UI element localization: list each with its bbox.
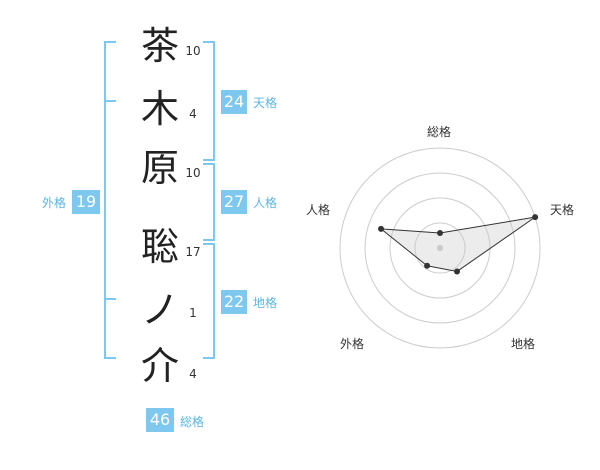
name-char-2: 木: [140, 87, 179, 131]
name-char-1: 茶: [140, 24, 179, 68]
gaikaku-value-badge: 19: [72, 190, 100, 214]
stroke-count-6: 4: [189, 367, 197, 381]
gaikaku-label: 外格: [42, 196, 67, 210]
radar-axis-label-jinkaku: 人格: [306, 203, 331, 217]
name-char-6: 介: [140, 344, 179, 388]
radar-ring: [364, 172, 516, 324]
stroke-count-4: 17: [185, 245, 201, 259]
radar-point-3: [424, 262, 431, 269]
radar-point-2: [454, 268, 461, 275]
chikaku-value-badge: 22: [221, 290, 247, 314]
soukaku-label: 総格: [180, 415, 205, 429]
radar-point-0: [437, 230, 443, 236]
radar-point-4: [378, 225, 385, 232]
name-char-4: 聡: [140, 225, 179, 269]
stroke-count-2: 4: [189, 107, 197, 121]
jinkaku-value-badge: 27: [221, 190, 247, 214]
radar-ring: [414, 222, 466, 274]
radar-center-dot: [437, 245, 443, 251]
name-char-5: ノ: [140, 288, 179, 332]
stroke-count-1: 10: [185, 44, 201, 58]
radar-axis-label-chikaku: 地格: [511, 337, 536, 351]
soukaku-value-badge: 46: [146, 408, 174, 432]
radar-point-1: [532, 214, 539, 221]
stroke-count-3: 10: [185, 166, 201, 180]
stroke-count-5: 1: [189, 306, 197, 320]
radar-axis-label-tenkaku: 天格: [550, 203, 575, 217]
tenkaku-value-badge: 24: [221, 90, 247, 114]
chikaku-label: 地格: [253, 296, 278, 310]
radar-axis-label-soukaku: 総格: [427, 125, 452, 139]
tenkaku-label: 天格: [253, 96, 278, 110]
name-char-3: 原: [140, 146, 179, 190]
radar-ring: [339, 147, 541, 349]
jinkaku-label: 人格: [253, 196, 278, 210]
radar-axis-label-gaikaku: 外格: [340, 337, 365, 351]
radar-chart: [339, 147, 541, 349]
radar-polygon: [379, 216, 536, 272]
